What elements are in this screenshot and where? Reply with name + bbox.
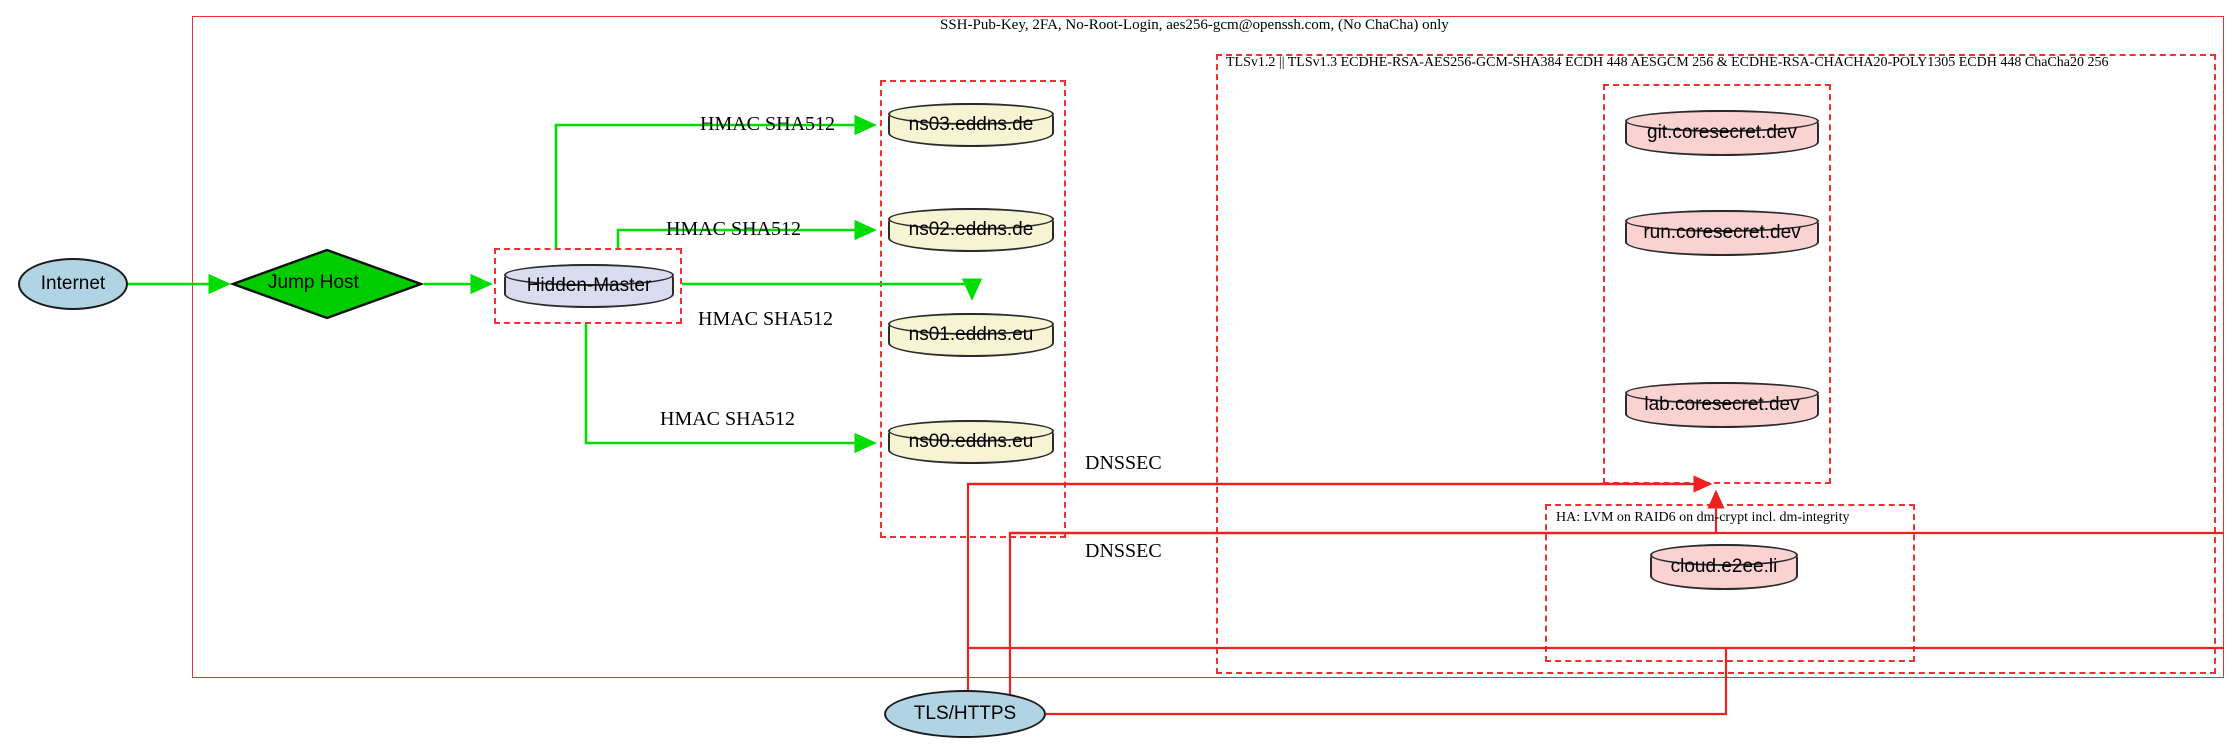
edge-label-hmac-ns02: HMAC SHA512 <box>666 218 802 240</box>
node-cloud-e2ee[interactable]: cloud.e2ee.li <box>1650 544 1798 590</box>
node-ns01-label: ns01.eddns.eu <box>908 324 1034 345</box>
tls-cluster-box <box>1216 54 2216 674</box>
node-ns01[interactable]: ns01.eddns.eu <box>888 313 1054 357</box>
node-lab-coresecret[interactable]: lab.coresecret.dev <box>1625 382 1819 428</box>
node-hidden-master-cap <box>504 264 674 286</box>
hidden-master-cluster-box <box>494 248 682 324</box>
node-run-coresecret[interactable]: run.coresecret.dev <box>1625 210 1819 256</box>
edge-tlshttps-right <box>1046 648 1728 716</box>
node-tls-https[interactable]: TLS/HTTPS <box>884 690 1046 738</box>
node-cloud-e2ee-cap <box>1650 544 1798 566</box>
node-hidden-master-label: Hidden-Master <box>526 275 652 296</box>
ssh-outer-cluster <box>192 16 2224 678</box>
edge-label-dnssec-upper: DNSSEC <box>1085 452 1162 474</box>
dns-cluster-box <box>880 80 1066 538</box>
edge-hiddenmaster-ns02 <box>616 219 877 248</box>
node-ns01-cap <box>888 313 1054 335</box>
ha-cluster-title: HA: LVM on RAID6 on dm-crypt incl. dm-in… <box>1556 510 1850 525</box>
edge-label-hmac-ns00: HMAC SHA512 <box>660 408 796 430</box>
node-lab-coresecret-label: lab.coresecret.dev <box>1644 394 1800 415</box>
edge-label-hmac-ns03: HMAC SHA512 <box>700 113 836 135</box>
node-ns02[interactable]: ns02.eddns.de <box>888 208 1054 252</box>
node-ns03-label: ns03.eddns.de <box>908 114 1034 135</box>
node-cloud-e2ee-label: cloud.e2ee.li <box>1670 556 1778 577</box>
node-internet[interactable]: Internet <box>18 258 128 310</box>
ssh-cluster-title: SSH-Pub-Key, 2FA, No-Root-Login, aes256-… <box>940 17 1449 33</box>
node-run-coresecret-label: run.coresecret.dev <box>1643 222 1801 243</box>
node-git-coresecret-cap <box>1625 110 1819 132</box>
coresecret-cluster-box <box>1603 84 1831 484</box>
node-jumphost-label: Jump Host <box>268 272 359 293</box>
node-ns02-label: ns02.eddns.de <box>908 219 1034 240</box>
node-hidden-master[interactable]: Hidden-Master <box>504 264 674 308</box>
edge-hiddenmaster-ns00 <box>584 324 877 454</box>
node-lab-coresecret-cap <box>1625 382 1819 404</box>
edge-label-dnssec-lower: DNSSEC <box>1085 540 1162 562</box>
node-run-coresecret-cap <box>1625 210 1819 232</box>
node-ns00[interactable]: ns00.eddns.eu <box>888 420 1054 464</box>
node-internet-label: Internet <box>40 273 106 294</box>
node-git-coresecret-label: git.coresecret.dev <box>1647 122 1797 143</box>
node-ns00-cap <box>888 420 1054 442</box>
node-ns00-label: ns00.eddns.eu <box>908 431 1034 452</box>
node-ns03-cap <box>888 103 1054 125</box>
edge-hiddenmaster-ns03 <box>554 114 877 248</box>
ha-cluster-box <box>1545 504 1915 662</box>
node-ns03[interactable]: ns03.eddns.de <box>888 103 1054 147</box>
tls-cluster-title: TLSv1.2 || TLSv1.3 ECDHE-RSA-AES256-GCM-… <box>1226 55 2109 70</box>
edge-label-hmac-ns01: HMAC SHA512 <box>698 308 834 330</box>
node-tls-https-label: TLS/HTTPS <box>913 703 1017 724</box>
node-ns02-cap <box>888 208 1054 230</box>
node-git-coresecret[interactable]: git.coresecret.dev <box>1625 110 1819 156</box>
edge-hiddenmaster-ns01 <box>682 278 983 301</box>
